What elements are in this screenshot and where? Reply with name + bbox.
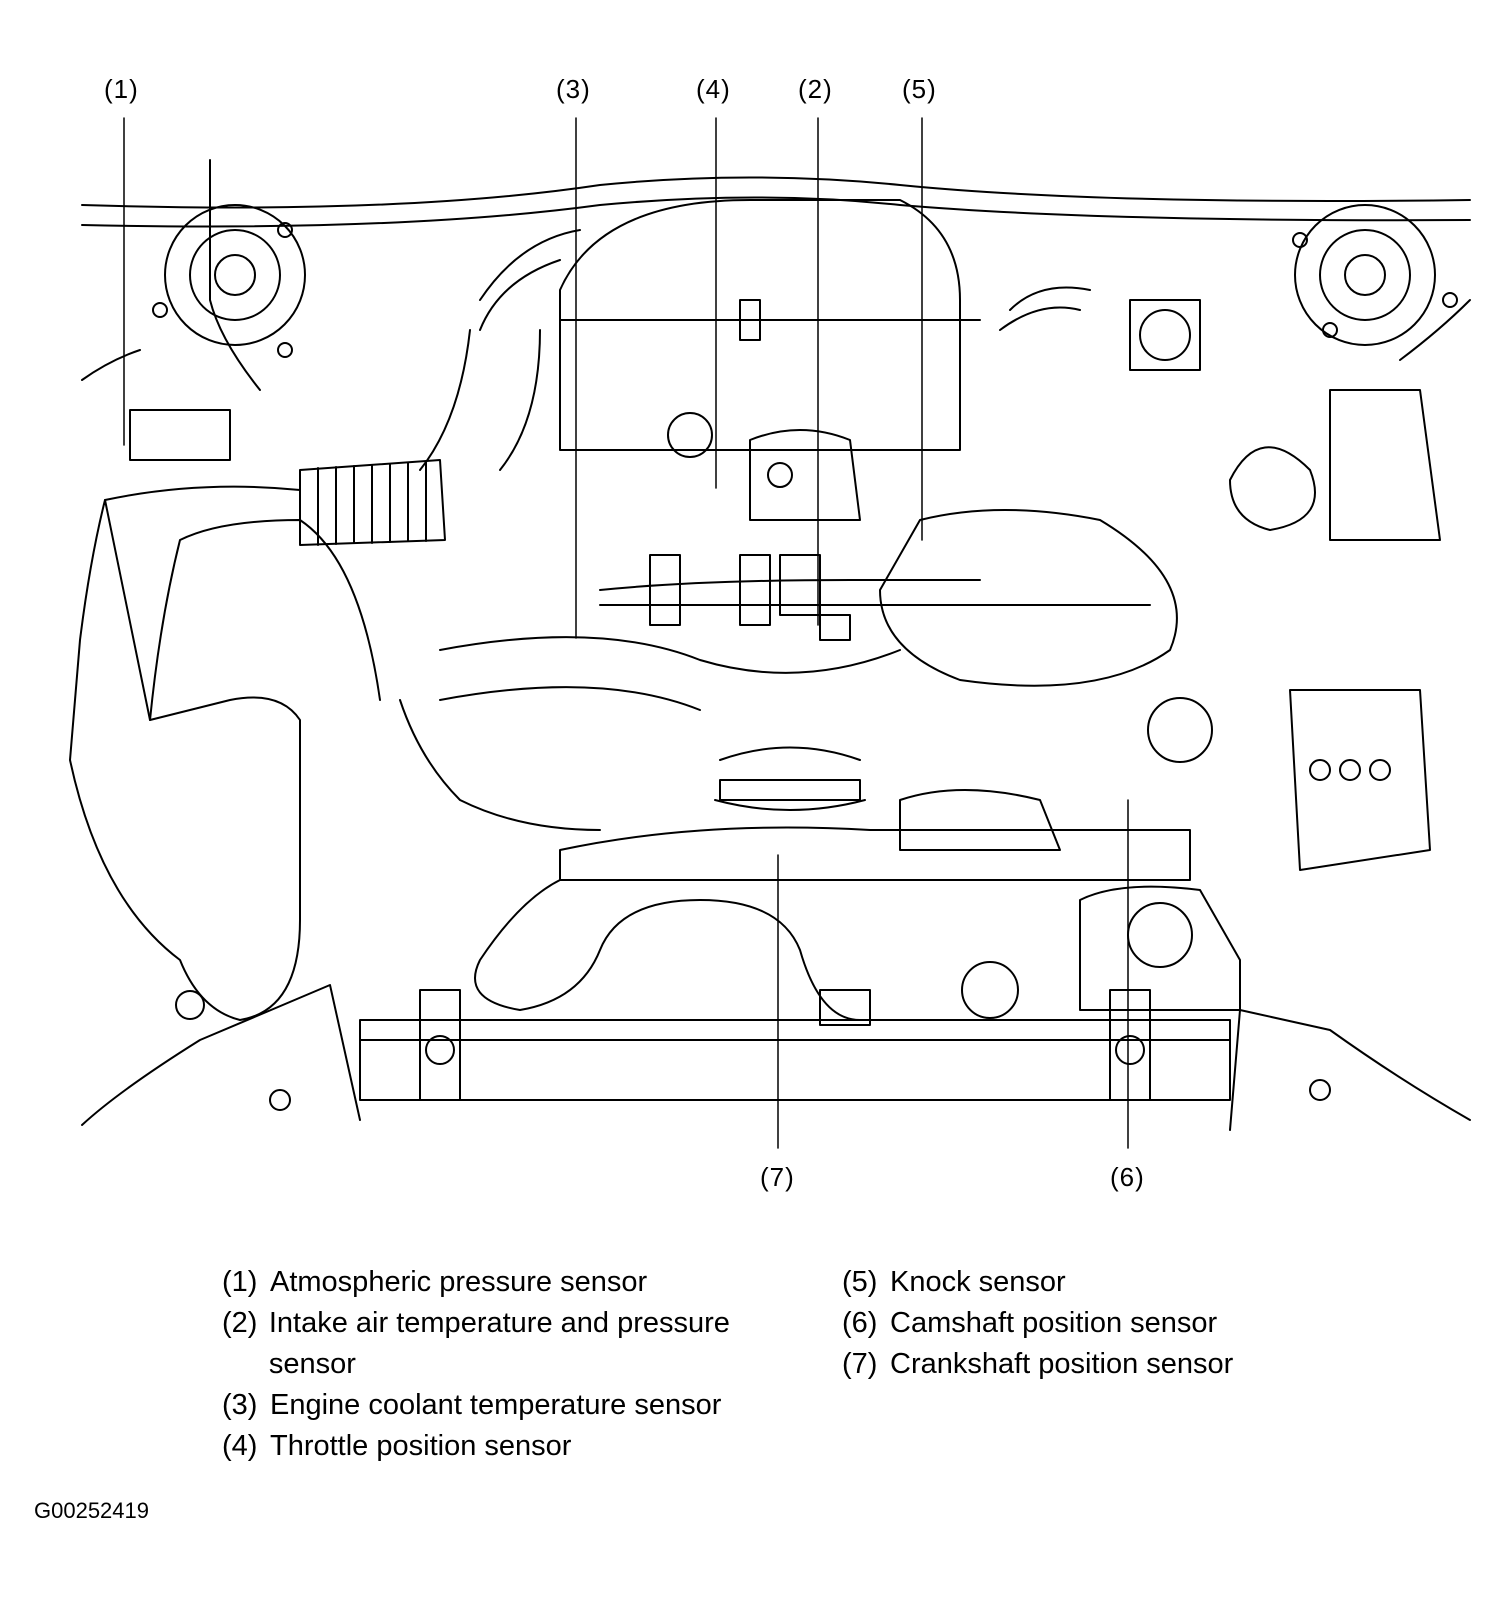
legend-item: (4) Throttle position sensor bbox=[222, 1426, 812, 1467]
legend-item: (2) Intake air temperature and pressure … bbox=[222, 1303, 812, 1385]
legend-text: Atmospheric pressure sensor bbox=[270, 1266, 648, 1298]
legend-number: (4) bbox=[222, 1430, 258, 1462]
callout-2: (2) bbox=[798, 74, 833, 104]
legend-item: (6) Camshaft position sensor bbox=[842, 1303, 1462, 1344]
legend-right-column: (5) Knock sensor (6) Camshaft position s… bbox=[842, 1262, 1462, 1385]
figure-id: G00252419 bbox=[34, 1498, 149, 1523]
legend-number: (6) bbox=[842, 1307, 878, 1339]
callout-1: (1) bbox=[104, 74, 139, 104]
callout-4: (4) bbox=[696, 74, 731, 104]
legend-text: Camshaft position sensor bbox=[890, 1307, 1218, 1339]
legend-number: (2) bbox=[222, 1307, 258, 1339]
legend-number: (5) bbox=[842, 1266, 878, 1298]
callout-6: (6) bbox=[1110, 1162, 1145, 1192]
legend-number: (7) bbox=[842, 1348, 878, 1380]
legend-text: Knock sensor bbox=[890, 1266, 1066, 1298]
legend-text: Crankshaft position sensor bbox=[890, 1348, 1234, 1380]
legend-number: (3) bbox=[222, 1389, 258, 1421]
callout-5: (5) bbox=[902, 74, 937, 104]
legend-item: (7) Crankshaft position sensor bbox=[842, 1344, 1462, 1385]
engine-compartment-diagram bbox=[69, 117, 1471, 1149]
legend-left-column: (1) Atmospheric pressure sensor (2) Inta… bbox=[222, 1262, 812, 1467]
callout-7: (7) bbox=[760, 1162, 795, 1192]
legend-item: (5) Knock sensor bbox=[842, 1262, 1462, 1303]
legend-item: (1) Atmospheric pressure sensor bbox=[222, 1262, 812, 1303]
legend-item: (3) Engine coolant temperature sensor bbox=[222, 1385, 812, 1426]
callout-3: (3) bbox=[556, 74, 591, 104]
legend-number: (1) bbox=[222, 1266, 258, 1298]
legend-text: Engine coolant temperature sensor bbox=[270, 1389, 722, 1421]
legend-text: Throttle position sensor bbox=[270, 1430, 572, 1462]
legend-text: Intake air temperature and pressure sens… bbox=[268, 1307, 730, 1380]
